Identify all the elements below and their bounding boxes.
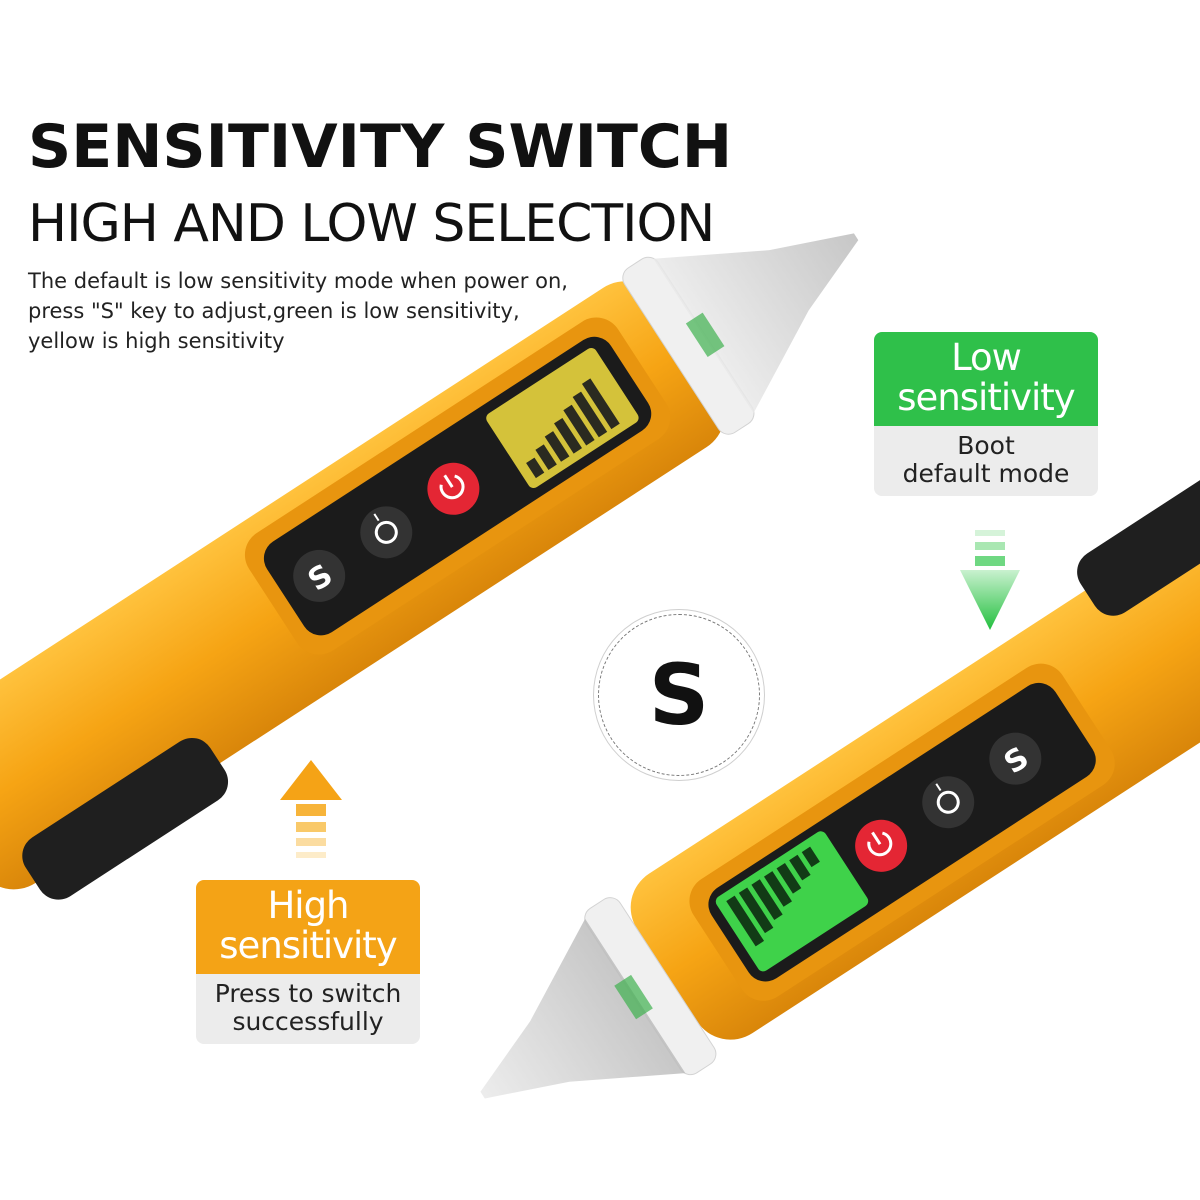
low-title-line: Low	[951, 336, 1022, 379]
high-sensitivity-title: High sensitivity	[196, 880, 420, 974]
headline: SENSITIVITY SWITCH	[28, 112, 733, 182]
low-sensitivity-title: Low sensitivity	[874, 332, 1098, 426]
pen-bottom-s-button[interactable]: S	[979, 723, 1051, 795]
high-sensitivity-caption: Press to switch successfully	[196, 974, 420, 1044]
pen-top-flashlight-button[interactable]	[350, 496, 422, 568]
pen-top-grip	[22, 737, 229, 900]
pen-top: S	[0, 233, 859, 900]
arrow-up-icon	[280, 760, 342, 858]
high-sensitivity-tag: High sensitivity Press to switch success…	[196, 880, 420, 1044]
pen-bottom-flashlight-button[interactable]	[912, 766, 984, 838]
low-sensitivity-caption: Boot default mode	[874, 426, 1098, 496]
low-title-line: sensitivity	[897, 376, 1075, 419]
subheadline: HIGH AND LOW SELECTION	[28, 194, 715, 254]
pen-bottom-tip	[480, 918, 686, 1099]
flashlight-icon	[374, 520, 398, 544]
pen-bottom-lcd-bars	[726, 846, 820, 947]
low-sensitivity-tag: Low sensitivity Boot default mode	[874, 332, 1098, 496]
high-title-line: sensitivity	[219, 924, 397, 967]
pen-top-lcd	[486, 347, 639, 488]
s-key-badge: S	[598, 614, 760, 776]
high-title-line: High	[267, 884, 349, 927]
pen-bottom: S	[480, 464, 1200, 1099]
description-line: yellow is high sensitivity	[28, 329, 285, 353]
power-icon	[867, 831, 893, 857]
arrow-down-icon	[960, 530, 1020, 630]
high-caption-line: Press to switch	[214, 979, 402, 1008]
pen-top-s-button[interactable]: S	[283, 540, 355, 612]
flashlight-icon	[936, 790, 960, 814]
low-caption-line: default mode	[902, 459, 1070, 488]
pen-bottom-grip	[1077, 464, 1200, 616]
pen-top-power-button[interactable]	[417, 453, 489, 525]
description: The default is low sensitivity mode when…	[28, 266, 568, 356]
description-line: The default is low sensitivity mode when…	[28, 269, 568, 293]
power-icon	[439, 474, 465, 500]
s-key-label: S	[648, 646, 710, 744]
description-line: press "S" key to adjust,green is low sen…	[28, 299, 520, 323]
high-caption-line: successfully	[232, 1007, 384, 1036]
pen-bottom-power-button[interactable]	[845, 810, 917, 882]
pen-top-lcd-bars	[526, 378, 620, 479]
pen-top-tip	[653, 233, 859, 414]
low-caption-line: Boot	[957, 431, 1015, 460]
